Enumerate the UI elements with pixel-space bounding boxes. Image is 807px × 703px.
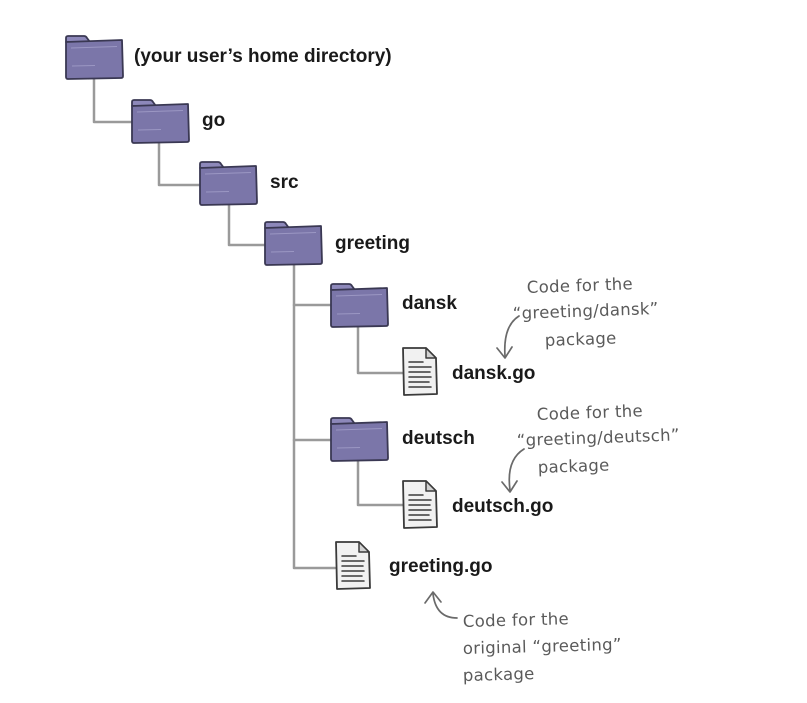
connector-home-go: [92, 74, 137, 124]
folder-greeting-label: greeting: [335, 233, 410, 254]
arrow-icon: [496, 346, 513, 359]
file-deutsch-go-label: deutsch.go: [452, 496, 553, 517]
file-deutsch-go[interactable]: deutsch.go: [402, 480, 553, 529]
folder-icon: [264, 221, 323, 266]
arrow-icon: [424, 591, 442, 604]
tree-connectors: [92, 74, 405, 570]
annotation-greeting-line-1: Code for the: [463, 609, 570, 631]
folder-dansk-label: dansk: [402, 293, 457, 314]
folder-greeting[interactable]: greeting: [264, 221, 410, 266]
folder-deutsch[interactable]: deutsch: [330, 417, 475, 462]
file-dansk-go[interactable]: dansk.go: [402, 347, 535, 396]
arrow-icon: [503, 315, 520, 357]
folder-home-label: (your user’s home directory): [134, 46, 392, 67]
folder-home[interactable]: (your user’s home directory): [65, 35, 392, 80]
annotation-dansk-line-1: Code for the: [526, 274, 633, 297]
folder-go-label: go: [202, 110, 225, 131]
folder-icon: [330, 283, 389, 328]
folder-icon: [65, 35, 124, 80]
annotation-deutsch-line-2: “greeting/deutsch”: [516, 425, 679, 450]
folder-src[interactable]: src: [199, 161, 299, 206]
annotation-deutsch-line-1: Code for the: [536, 401, 643, 424]
annotation-dansk-line-2: “greeting/dansk”: [512, 299, 658, 323]
folder-go[interactable]: go: [131, 99, 225, 144]
file-icon: [402, 347, 438, 396]
folder-src-label: src: [270, 172, 299, 193]
connector-deutsch-file: [356, 456, 405, 507]
annotation-greeting-line-2: original “greeting”: [463, 635, 622, 658]
annotation-dansk-line-3: package: [544, 329, 616, 350]
folder-deutsch-label: deutsch: [402, 428, 475, 449]
annotation-greeting-line-3: package: [463, 664, 535, 685]
connector-go-src: [157, 138, 202, 187]
connector-dansk-file: [356, 321, 405, 375]
file-greeting-go-label: greeting.go: [389, 556, 492, 577]
file-dansk-go-label: dansk.go: [452, 363, 535, 384]
file-icon: [402, 480, 438, 529]
annotation-greeting: Code for the original “greeting” package: [424, 591, 622, 685]
file-icon: [335, 541, 371, 590]
arrow-icon: [501, 480, 518, 493]
folder-icon: [131, 99, 190, 144]
annotation-deutsch: Code for the “greeting/deutsch” package: [501, 401, 680, 493]
connector-greeting-trunk: [292, 260, 337, 570]
connector-src-greeting: [227, 201, 272, 247]
annotation-dansk: Code for the “greeting/dansk” package: [496, 274, 659, 359]
folder-icon: [199, 161, 258, 206]
arrow-icon: [508, 448, 525, 491]
folder-icon: [330, 417, 389, 462]
arrow-icon: [432, 593, 458, 619]
annotation-deutsch-line-3: package: [537, 456, 609, 477]
folder-dansk[interactable]: dansk: [330, 283, 457, 328]
file-greeting-go[interactable]: greeting.go: [335, 541, 492, 590]
